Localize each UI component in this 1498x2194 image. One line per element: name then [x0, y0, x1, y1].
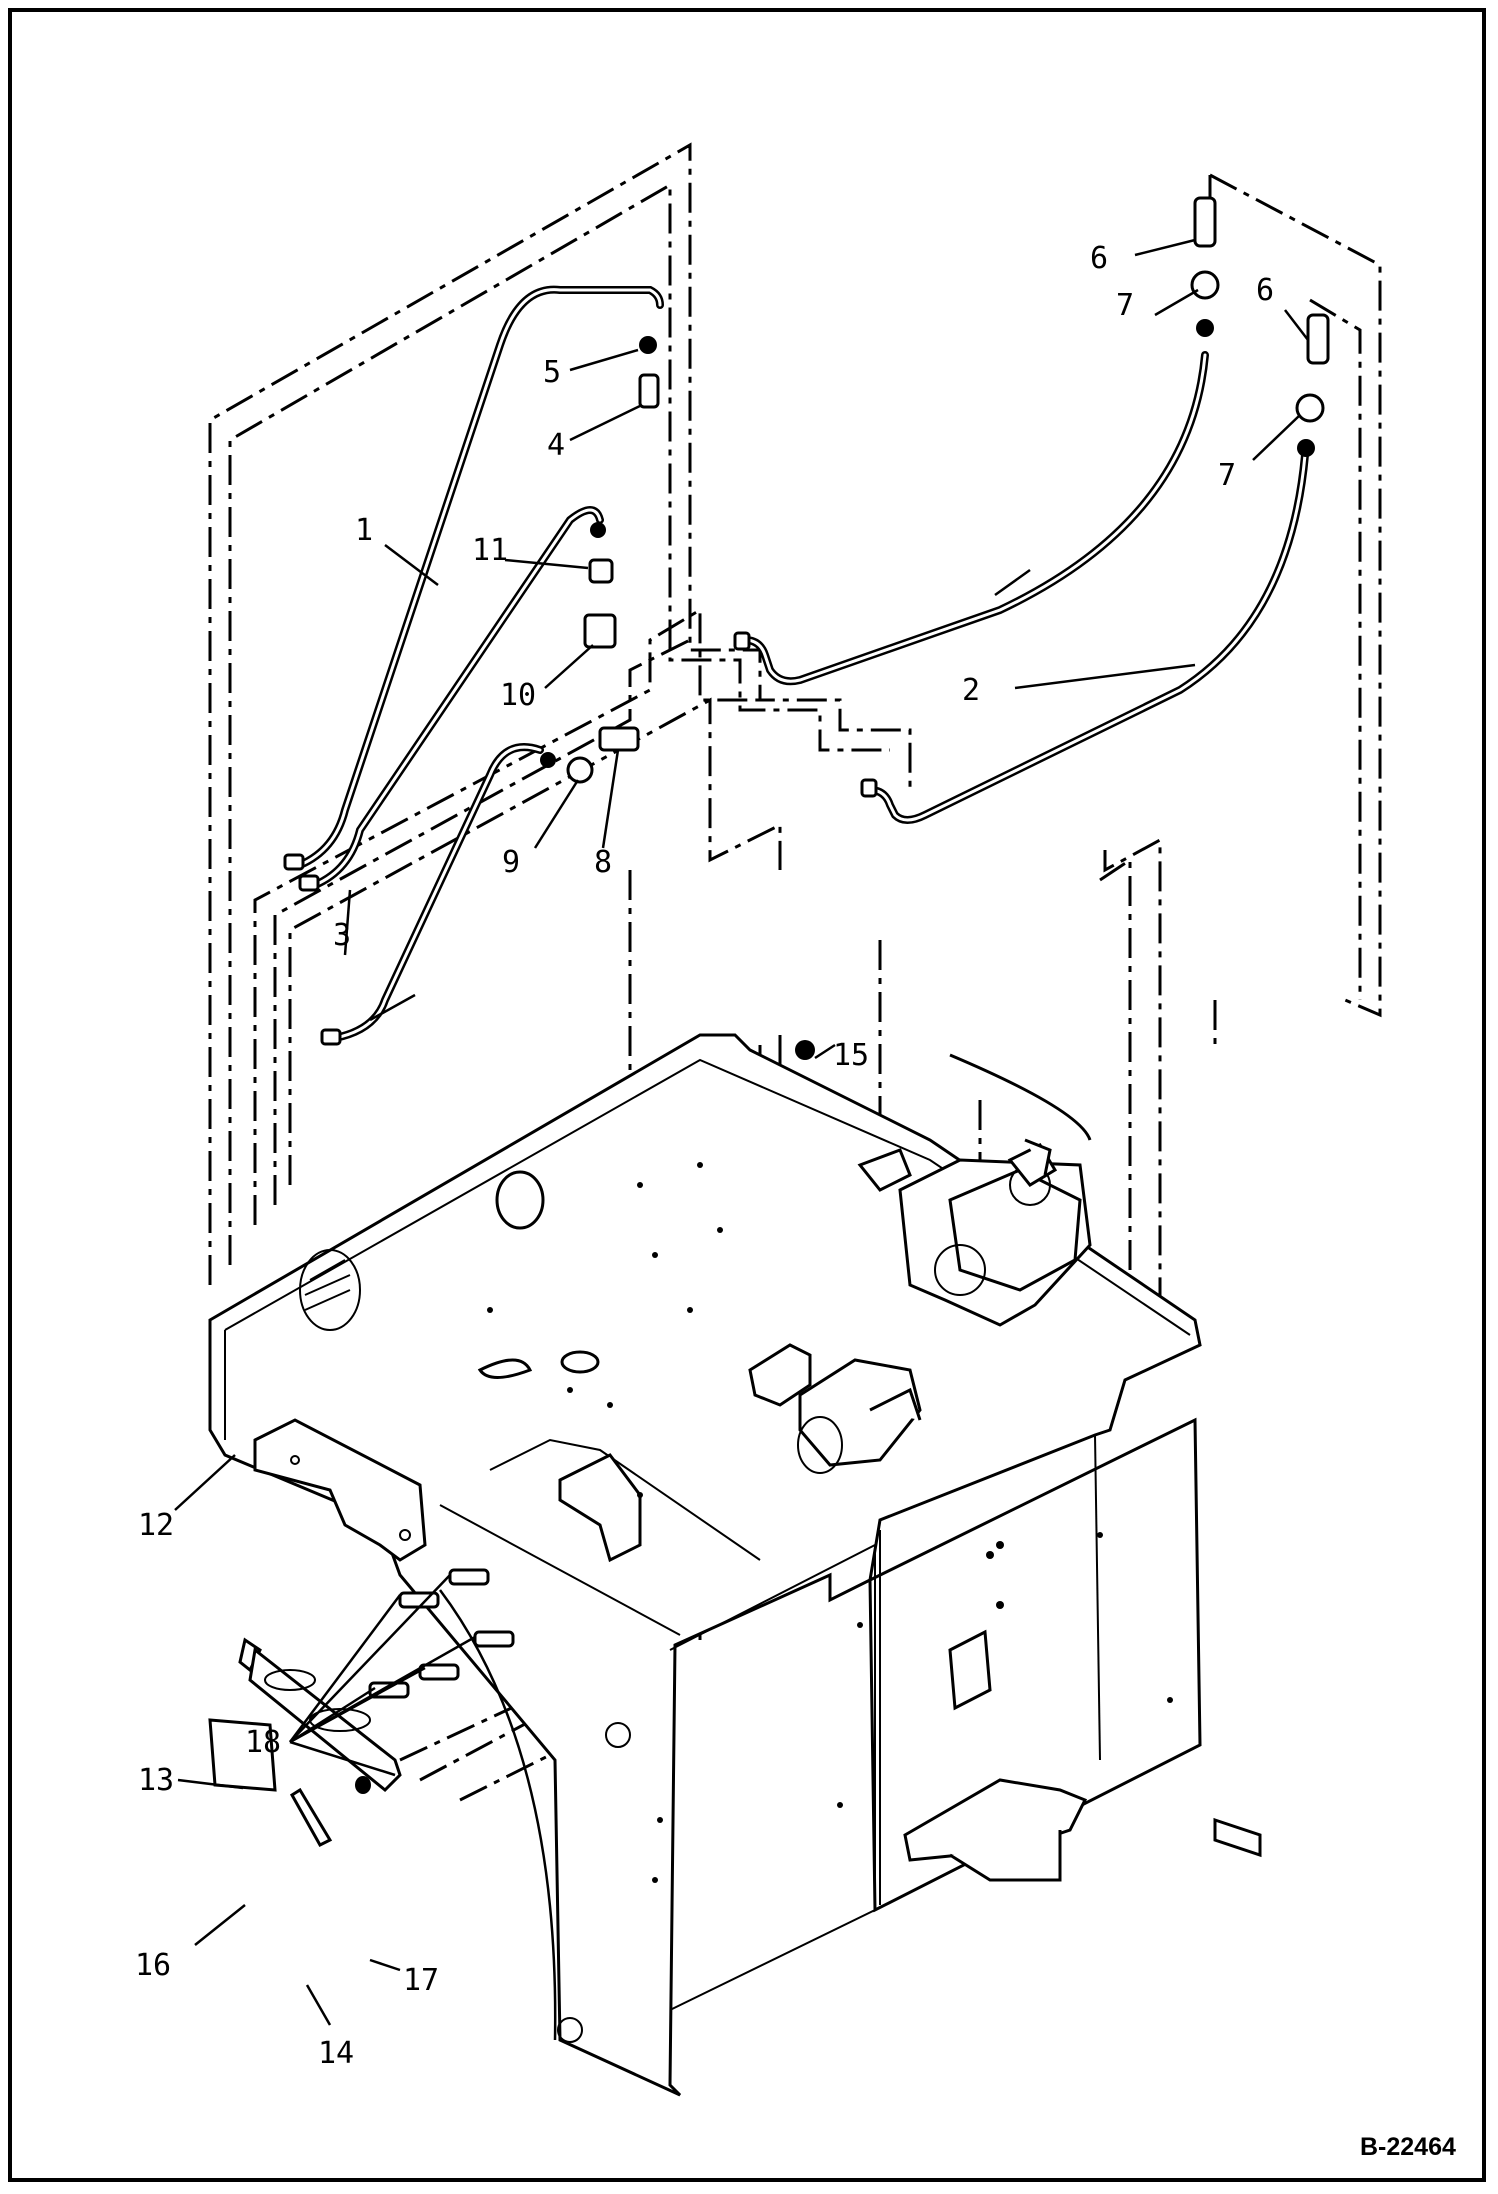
callout-5: 5 — [543, 355, 561, 390]
hose-lines — [296, 285, 1309, 1042]
callout-12: 12 — [138, 1508, 174, 1543]
callout-8: 8 — [594, 845, 612, 880]
callout-4: 4 — [547, 428, 565, 463]
frame-assembly — [208, 1033, 1262, 2097]
callout-9: 9 — [502, 845, 520, 880]
drawing-border — [8, 8, 1486, 2182]
callout-16: 16 — [135, 1948, 171, 1983]
callout-3: 3 — [333, 918, 351, 953]
callout-18: 18 — [245, 1725, 281, 1760]
callout-6-b: 6 — [1256, 273, 1274, 308]
callout-13: 13 — [138, 1763, 174, 1798]
callout-10: 10 — [500, 678, 536, 713]
leader-lines — [174, 238, 1309, 2041]
callout-14: 14 — [318, 2036, 354, 2071]
callout-2: 2 — [962, 673, 980, 708]
callout-6-a: 6 — [1090, 241, 1108, 276]
callout-7-b: 7 — [1218, 458, 1236, 493]
callout-7-a: 7 — [1116, 288, 1134, 323]
callout-15: 15 — [833, 1038, 869, 1073]
callout-17: 17 — [403, 1963, 439, 1998]
callout-11: 11 — [472, 533, 508, 568]
pump-valve-assembly — [748, 1138, 1092, 1474]
reference-code: B-22464 — [1360, 2133, 1456, 2161]
callout-labels: 1 2 3 4 5 6 6 7 7 8 9 10 11 12 13 14 15 … — [135, 241, 1274, 2071]
callout-1: 1 — [355, 513, 373, 548]
